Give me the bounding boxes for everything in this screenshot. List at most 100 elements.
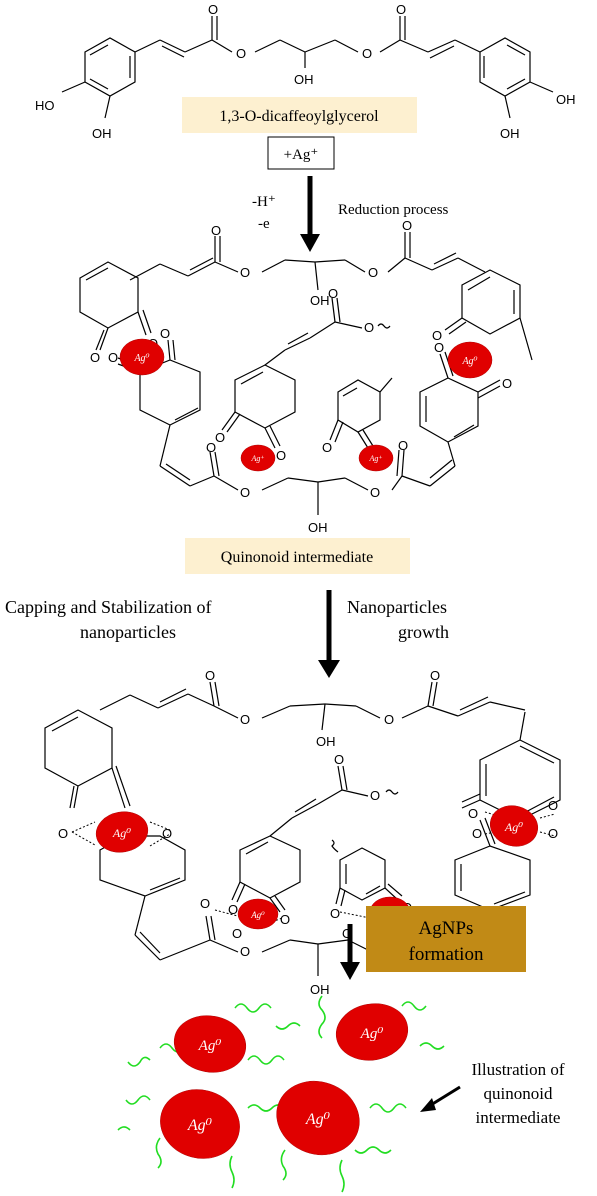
compound-label: 1,3-O-dicaffeoylglycerol	[219, 108, 379, 125]
ester-oxygen-left: O	[236, 46, 246, 61]
oh-group-right-top: OH	[556, 92, 576, 107]
atom-o: O	[228, 902, 238, 917]
atom-o: O	[200, 896, 210, 911]
atom-o: O	[58, 826, 68, 841]
silver-particle	[489, 805, 539, 847]
silver-label: Ag⁰	[133, 353, 149, 364]
glycerol-oh: OH	[294, 72, 314, 87]
growth-label-line1: Nanoparticles	[347, 597, 447, 617]
atom-o: O	[402, 218, 412, 233]
atom-o: O	[90, 350, 100, 365]
carbonyl-oxygen-right: O	[396, 2, 406, 17]
illustration-arrow-head	[420, 1098, 436, 1112]
atom-o: O	[280, 912, 290, 927]
atom-o: O	[502, 376, 512, 391]
growth-arrow-head	[318, 660, 340, 678]
ho-group-left: HO	[35, 98, 55, 113]
nanoparticle-1	[173, 1015, 247, 1073]
reagent-label: +Ag⁺	[284, 147, 319, 163]
atom-o: O	[434, 340, 444, 355]
atom-o: O	[468, 806, 478, 821]
illustration-label-line2: quinonoid	[484, 1084, 553, 1103]
reduction-label: Reduction process	[338, 202, 449, 218]
ester-oxygen-right: O	[362, 46, 372, 61]
atom-oh: OH	[310, 982, 330, 997]
atom-o: O	[368, 265, 378, 280]
atom-o: O	[548, 826, 558, 841]
atom-o: O	[240, 712, 250, 727]
illustration-label-line1: Illustration of	[471, 1060, 564, 1079]
atom-oh: OH	[310, 293, 330, 308]
silver-label: Ag⁰	[112, 826, 131, 840]
silver-particle	[237, 898, 279, 930]
agnps-label-line2: formation	[409, 944, 484, 965]
silver-label: Ag⁰	[504, 820, 523, 834]
illustration-label-line3: intermediate	[476, 1108, 561, 1127]
silver-particle	[95, 811, 149, 853]
intermediate-label-box	[185, 538, 410, 574]
silver-particle	[119, 338, 165, 376]
formation-arrow-head	[340, 962, 360, 980]
atom-o: O	[240, 485, 250, 500]
reagent-box	[267, 136, 335, 170]
proton-loss-label: -H⁺	[252, 194, 276, 210]
silver-particle	[447, 341, 493, 379]
nanoparticle-4-label: Ag⁰	[305, 1111, 331, 1128]
oh-group-left: OH	[92, 126, 112, 141]
atom-o: O	[276, 448, 286, 463]
atom-o: O	[206, 440, 216, 455]
atom-o: O	[364, 320, 374, 335]
silver-ion-label: Ag⁺	[368, 454, 382, 463]
atom-o: O	[370, 485, 380, 500]
silver-label: Ag⁰	[250, 910, 265, 920]
silver-label: Ag⁰	[461, 356, 477, 367]
silver-ion	[240, 444, 276, 472]
agnps-box	[366, 906, 526, 972]
atom-o: O	[211, 223, 221, 238]
nanoparticle-3	[160, 1089, 240, 1159]
electron-loss-label: -e	[258, 216, 270, 232]
atom-o: O	[430, 668, 440, 683]
atom-o: O	[215, 430, 225, 445]
atom-o: O	[342, 926, 352, 941]
nanoparticle-2-label: Ag⁰	[360, 1026, 384, 1042]
silver-ion-label: Ag⁺	[250, 454, 264, 463]
atom-o: O	[432, 328, 442, 343]
nanoparticle-1-label: Ag⁰	[198, 1038, 222, 1054]
growth-label-line2: growth	[398, 622, 449, 642]
compound-label-box	[182, 97, 417, 133]
atom-o: O	[240, 944, 250, 959]
atom-o: O	[232, 926, 242, 941]
carbonyl-oxygen-left: O	[208, 2, 218, 17]
atom-o: O	[398, 438, 408, 453]
silver-ion	[358, 444, 394, 472]
reduction-arrow-head	[300, 234, 320, 252]
atom-o: O	[330, 906, 340, 921]
atom-oh: OH	[308, 520, 328, 535]
capping-label-line1: Capping and Stabilization of	[5, 597, 211, 617]
atom-o: O	[108, 350, 118, 365]
atom-o: O	[205, 668, 215, 683]
atom-o: O	[370, 788, 380, 803]
atom-o: O	[322, 440, 332, 455]
atom-o: O	[328, 286, 338, 301]
atom-o: O	[548, 798, 558, 813]
atom-o: O	[160, 326, 170, 341]
oh-group-right-bottom: OH	[500, 126, 520, 141]
quinonoid-intermediate-structure: O O O O OH O O O O O O O O O O O O O O O…	[79, 218, 533, 535]
dicaffeoylglycerol-structure: HO OH O OH O O O OH OH	[35, 2, 576, 141]
atom-o: O	[334, 752, 344, 767]
atom-o: O	[384, 712, 394, 727]
nanoparticle-2	[335, 1003, 409, 1061]
agnps-label-line1: AgNPs	[419, 918, 474, 939]
nanoparticle-3-label: Ag⁰	[187, 1117, 213, 1134]
nanoparticle-4	[276, 1080, 360, 1156]
atom-o: O	[240, 265, 250, 280]
atom-o: O	[162, 826, 172, 841]
capping-label-line2: nanoparticles	[80, 622, 176, 642]
intermediate-label: Quinonoid intermediate	[221, 549, 373, 566]
atom-oh: OH	[316, 734, 336, 749]
nanoparticle-illustration	[117, 995, 445, 1193]
atom-o: O	[472, 826, 482, 841]
